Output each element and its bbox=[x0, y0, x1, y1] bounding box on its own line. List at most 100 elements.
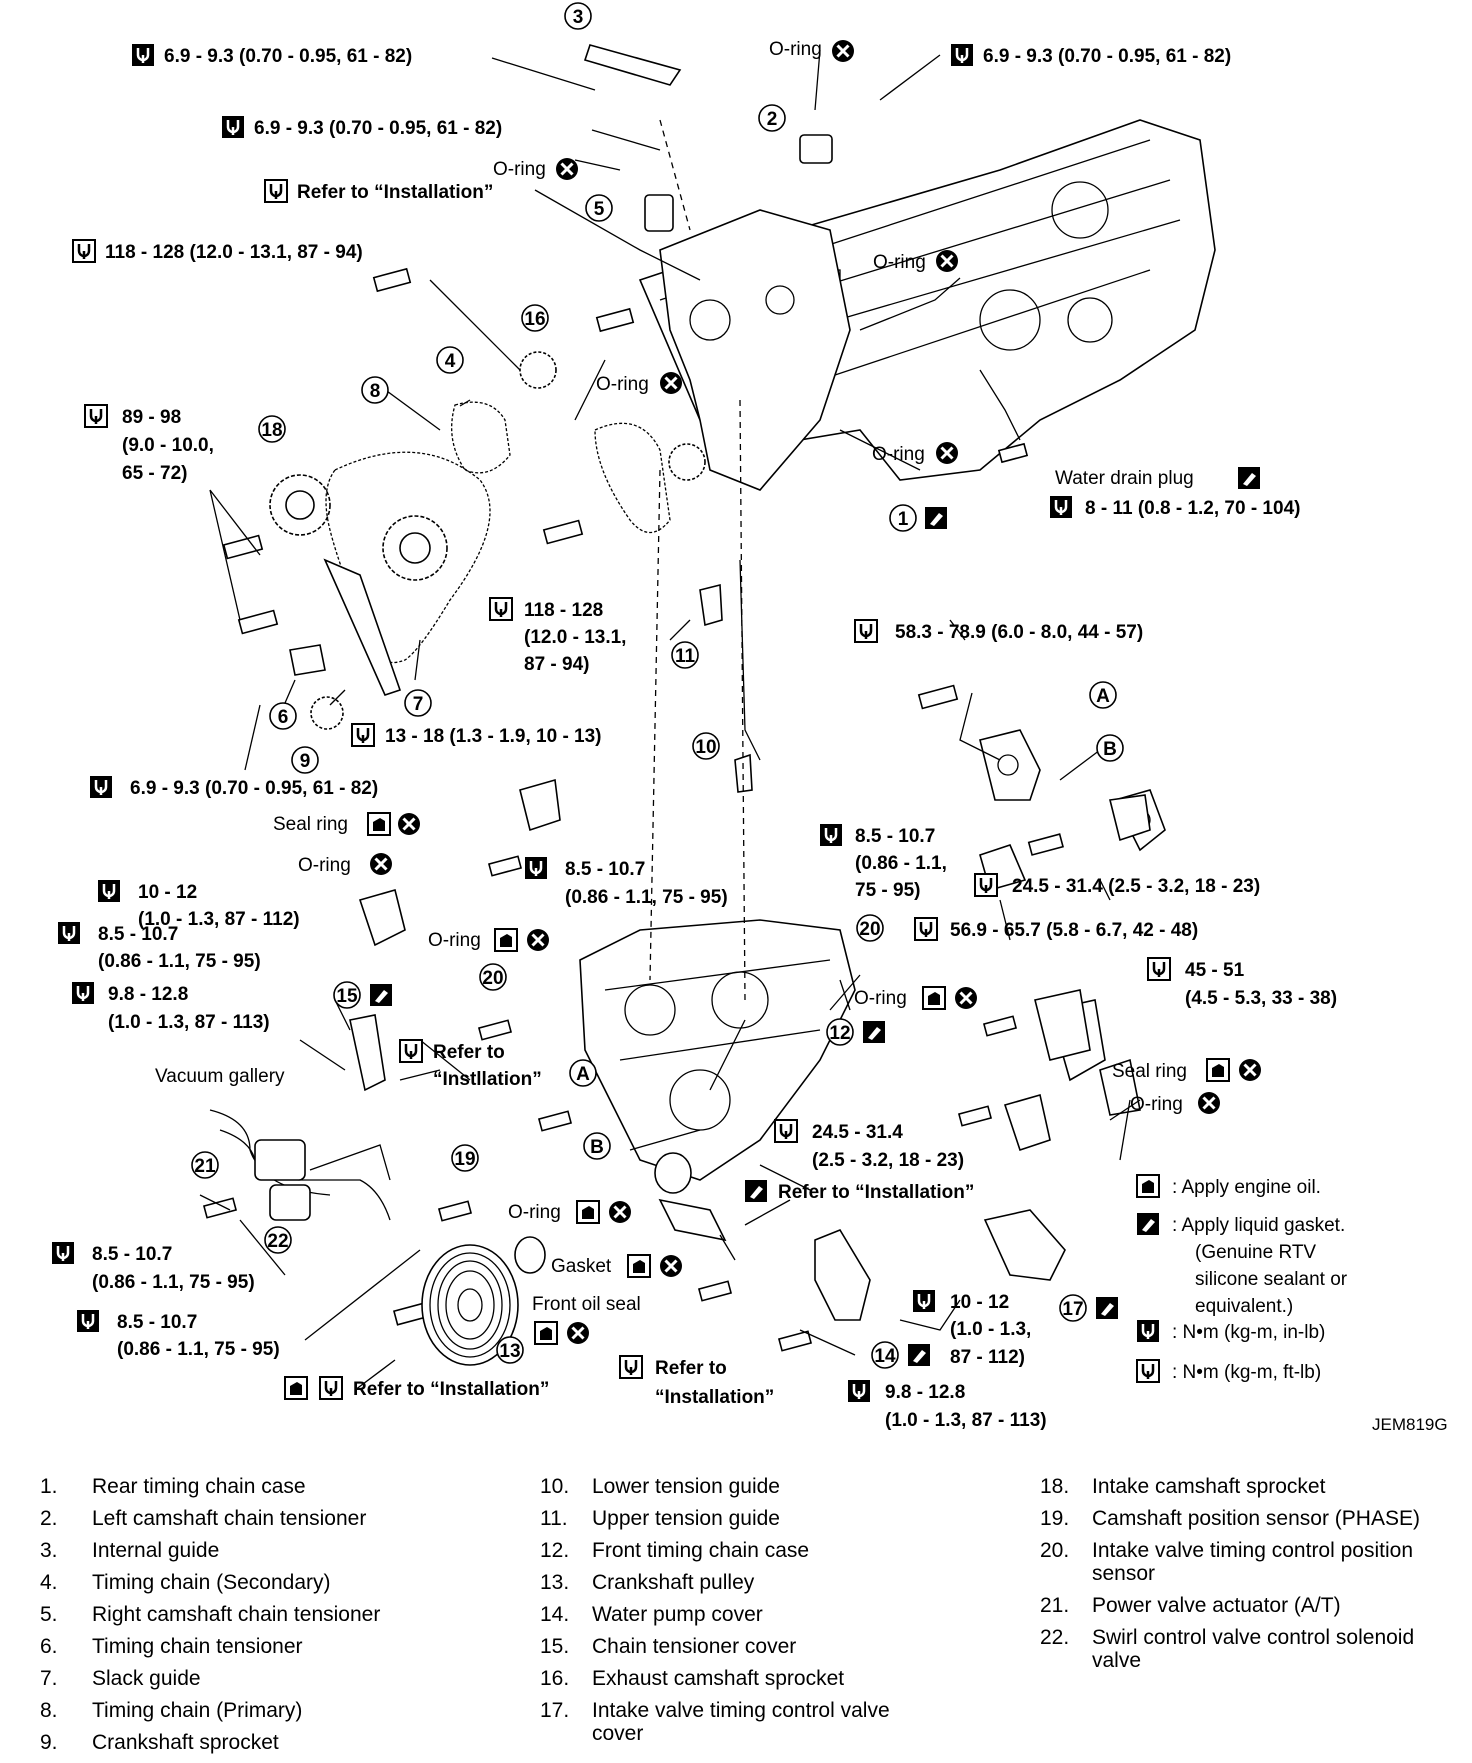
legend-number: 12. bbox=[540, 1539, 570, 1562]
legend-item: 10.Lower tension guide bbox=[540, 1475, 937, 1498]
torque-label: 118 - 128 (12.0 - 13.1, 87 - 94) bbox=[105, 242, 363, 263]
torque-label: 56.9 - 65.7 (5.8 - 6.7, 42 - 48) bbox=[950, 920, 1198, 941]
torque-label: Refer to “Installation” bbox=[353, 1379, 549, 1400]
legend-number: 19. bbox=[1040, 1507, 1070, 1530]
legend-number: 20. bbox=[1040, 1539, 1070, 1562]
legend-item: 20. Intake valve timing control position … bbox=[1040, 1539, 1437, 1585]
callout-number: 20 bbox=[482, 968, 503, 989]
legend-number: 22. bbox=[1040, 1626, 1070, 1649]
torque-label: 87 - 94) bbox=[524, 654, 589, 675]
water-drain-plug-label: Water drain plug bbox=[1055, 468, 1194, 489]
callout-number: 6 bbox=[278, 707, 289, 728]
legend-number: 18. bbox=[1040, 1475, 1070, 1498]
torque-label: (12.0 - 13.1, bbox=[524, 627, 626, 648]
legend-text: Intake valve timing control position sen… bbox=[1092, 1539, 1413, 1585]
key-gasket: equivalent.) bbox=[1195, 1296, 1293, 1317]
callout-number: 4 bbox=[445, 351, 456, 372]
legend-column: 18.Intake camshaft sprocket 19. Camshaft p… bbox=[1040, 1475, 1437, 1681]
legend-item: 13.Crankshaft pulley bbox=[540, 1571, 937, 1594]
torque-label: Refer to bbox=[433, 1042, 505, 1063]
legend-text: Exhaust camshaft sprocket bbox=[592, 1667, 845, 1690]
legend-text: Right camshaft chain tensioner bbox=[92, 1603, 381, 1626]
legend-number: 8. bbox=[40, 1699, 58, 1722]
legend-number: 3. bbox=[40, 1539, 58, 1562]
legend-item: 18.Intake camshaft sprocket bbox=[1040, 1475, 1437, 1498]
legend-number: 16. bbox=[540, 1667, 570, 1690]
reference-letters: A B A B bbox=[569, 681, 1124, 1160]
timing-chain-primary bbox=[325, 451, 491, 664]
torque-label: 9.8 - 12.8 bbox=[108, 984, 188, 1005]
legend-text: Crankshaft sprocket bbox=[92, 1731, 279, 1754]
torque-label: (1.0 - 1.3, bbox=[950, 1319, 1031, 1340]
legend-text: Swirl control valve control solenoid val… bbox=[1092, 1626, 1415, 1672]
legend-item: 16. Exhaust camshaft sprocket bbox=[540, 1667, 937, 1690]
torque-label: (1.0 - 1.3, 87 - 113) bbox=[108, 1012, 270, 1033]
callout-number: 17 bbox=[1062, 1299, 1083, 1320]
torque-label: (1.0 - 1.3, 87 - 113) bbox=[885, 1410, 1047, 1431]
legend-item: 15.Chain tensioner cover bbox=[540, 1635, 937, 1658]
oring-label: O-ring bbox=[493, 159, 546, 180]
slack-guide bbox=[323, 558, 402, 696]
oring-label: O-ring bbox=[854, 988, 907, 1009]
legend-text: Rear timing chain case bbox=[92, 1475, 306, 1498]
torque-specs: 6.9 - 9.3 (0.70 - 0.95, 61 - 82) 6.9 - 9… bbox=[50, 42, 1337, 1431]
legend-text: Camshaft position sensor (PHASE) bbox=[1092, 1507, 1420, 1530]
torque-label: 65 - 72) bbox=[122, 463, 187, 484]
water-pump bbox=[979, 729, 1041, 801]
timing-chain-secondary-right bbox=[594, 422, 671, 534]
bolts bbox=[202, 267, 1064, 1352]
rear-case bbox=[659, 209, 851, 491]
legend-number: 21. bbox=[1040, 1594, 1070, 1617]
torque-label: 10 - 12 bbox=[950, 1292, 1009, 1313]
torque-label: 58.3 - 78.9 (6.0 - 8.0, 44 - 57) bbox=[895, 622, 1143, 643]
legend-text: Water pump cover bbox=[592, 1603, 763, 1626]
exhaust-camshaft-sprocket bbox=[519, 351, 557, 389]
legend-item: 17.Intake valve timing control valve cov… bbox=[540, 1699, 937, 1745]
callout-number: 22 bbox=[267, 1231, 288, 1252]
torque-label: “Instllation” bbox=[433, 1069, 542, 1090]
torque-label: 8 - 11 (0.8 - 1.2, 70 - 104) bbox=[1085, 498, 1300, 519]
legend-text: Timing chain (Secondary) bbox=[92, 1571, 331, 1594]
callout-number: 9 bbox=[300, 751, 311, 772]
legend-item: 6.Timing chain tensioner bbox=[40, 1635, 437, 1658]
torque-label: 75 - 95) bbox=[855, 880, 920, 901]
callout-number: 13 bbox=[499, 1341, 520, 1362]
legend-text: Timing chain (Primary) bbox=[92, 1699, 303, 1722]
torque-label: 6.9 - 9.3 (0.70 - 0.95, 61 - 82) bbox=[164, 46, 412, 67]
part-labels: O-ring O-ring O-ring O-ring O-ring Water… bbox=[155, 38, 1263, 1346]
legend-item: 7.Slack guide bbox=[40, 1667, 437, 1690]
legend-text: Intake valve timing control valve cover bbox=[592, 1699, 890, 1745]
front-oil-seal bbox=[514, 1236, 546, 1274]
torque-label: 89 - 98 bbox=[122, 407, 181, 428]
callout-number: 10 bbox=[695, 737, 716, 758]
oring-label: O-ring bbox=[872, 444, 925, 465]
left-cam-tensioner bbox=[799, 134, 833, 164]
callout-number: 19 bbox=[454, 1149, 475, 1170]
key-gasket: silicone sealant or bbox=[1195, 1269, 1348, 1290]
vacuum-gallery-label: Vacuum gallery bbox=[155, 1066, 285, 1087]
torque-label: 8.5 - 10.7 bbox=[565, 859, 645, 880]
legend-item: 2.Left camshaft chain tensioner bbox=[40, 1507, 437, 1530]
legend-item: 12.Front timing chain case bbox=[540, 1539, 937, 1562]
key-inlb: : N•m (kg-m, in-lb) bbox=[1172, 1322, 1325, 1343]
figure-code: JEM819G bbox=[1372, 1415, 1448, 1434]
legend-item: 22. Swirl control valve control solenoid … bbox=[1040, 1626, 1437, 1672]
legend-item: 9.Crankshaft sprocket bbox=[40, 1731, 437, 1754]
oring-label: O-ring bbox=[508, 1202, 561, 1223]
timing-chain-tensioner bbox=[289, 644, 326, 676]
torque-label: 45 - 51 bbox=[1185, 960, 1245, 981]
legend-item: 8. Timing chain (Primary) bbox=[40, 1699, 437, 1722]
torque-label: 6.9 - 9.3 (0.70 - 0.95, 61 - 82) bbox=[130, 778, 378, 799]
callouts: 1 2 3 4 5 6 7 8 9 10 11 12 13 14 15 16 1… bbox=[191, 2, 1118, 1369]
crankshaft-pulley bbox=[421, 1244, 519, 1366]
symbol-key: : Apply engine oil. : Apply liquid gaske… bbox=[1135, 1174, 1448, 1434]
torque-label: 8.5 - 10.7 bbox=[855, 826, 935, 847]
key-ftlb: : N•m (kg-m, ft-lb) bbox=[1172, 1362, 1321, 1383]
seal-ring-label: Seal ring bbox=[1112, 1061, 1187, 1082]
torque-label: 24.5 - 31.4 (2.5 - 3.2, 18 - 23) bbox=[1012, 876, 1260, 897]
callout-number: 11 bbox=[675, 646, 696, 667]
water-pump-cover bbox=[814, 1229, 871, 1321]
ref-letter: B bbox=[1103, 739, 1117, 760]
